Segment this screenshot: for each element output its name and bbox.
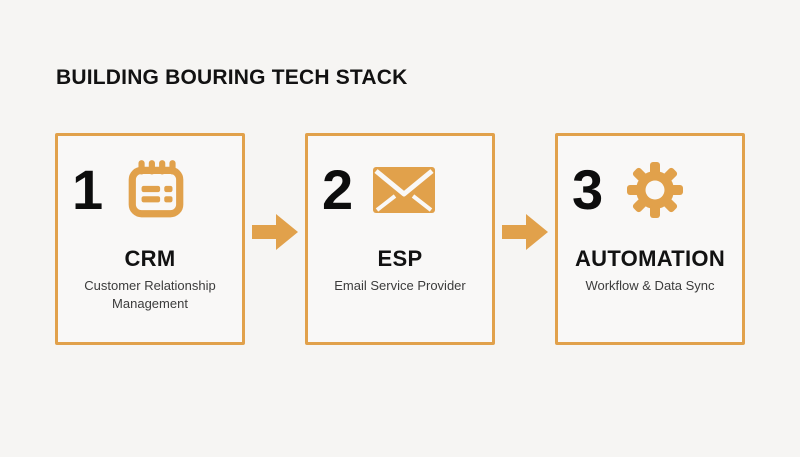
- arrow-right-icon: [495, 133, 555, 252]
- notepad-icon: [123, 157, 189, 223]
- page-title: BUILDING BOURING TECH STACK: [56, 66, 408, 89]
- step-subtitle: Workflow & Data Sync: [585, 278, 715, 293]
- step-card-crm: 1 CRM Customer Relations: [55, 133, 245, 345]
- step-number: 1: [72, 158, 104, 221]
- step-card-esp: 2 ESP Email Service Provider: [305, 133, 495, 345]
- gear-icon: [623, 158, 687, 222]
- step-title: AUTOMATION: [574, 246, 726, 271]
- step-card-header: 3: [558, 136, 742, 222]
- step-number: 3: [572, 158, 604, 221]
- step-card-header: 2: [308, 136, 492, 222]
- step-card-automation: 3: [555, 133, 745, 345]
- step-subtitle: Customer Relationship Management: [84, 278, 216, 311]
- step-card-header: 1: [58, 136, 242, 222]
- envelope-icon: [373, 167, 436, 213]
- step-subtitle: Email Service Provider: [334, 278, 466, 293]
- step-title: CRM: [124, 246, 176, 271]
- step-number: 2: [322, 158, 354, 221]
- arrow-right-icon: [245, 133, 305, 252]
- step-title: ESP: [377, 246, 423, 271]
- tech-stack-flow: 1 CRM Customer Relations: [55, 133, 745, 345]
